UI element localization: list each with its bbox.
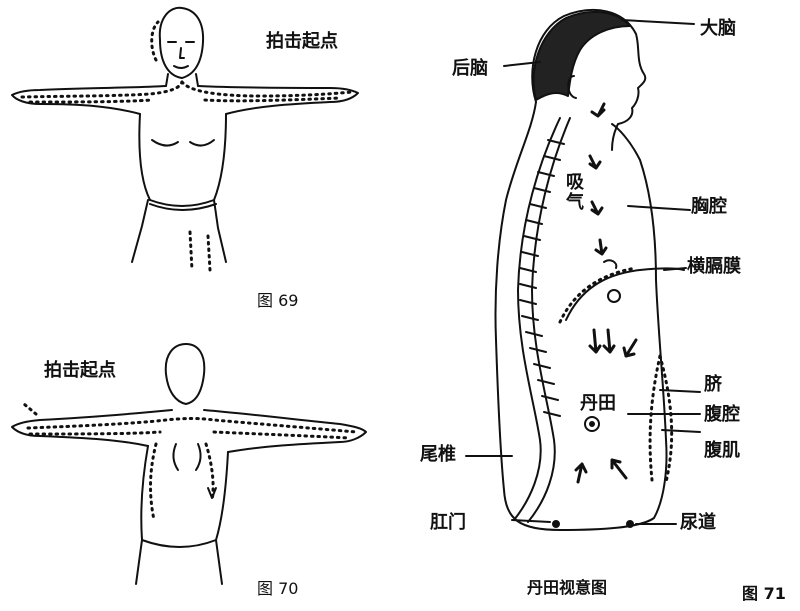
fig71-leader-lines	[465, 19, 701, 525]
fig69-caption: 图 69	[257, 291, 299, 310]
label-diaphragm: 横膈膜	[687, 256, 741, 277]
fig69-start-label: 拍击起点	[266, 31, 338, 52]
label-dantian: 丹田	[580, 393, 616, 414]
fig71-anus-dot	[552, 520, 560, 528]
label-hindbrain: 后脑	[452, 58, 488, 79]
fig71-numbered-marks	[603, 259, 621, 303]
fig69-torso	[138, 113, 227, 201]
fig69-right-arm	[197, 85, 359, 115]
fig71-diaphragm	[565, 267, 685, 321]
fig71-urethra-dot	[626, 520, 634, 528]
fig71-ear	[567, 75, 577, 99]
fig71-spine	[513, 117, 571, 523]
fig70-caption: 图 70	[257, 579, 299, 598]
fig71-head-profile	[531, 9, 647, 151]
label-chest-cavity: 胸腔	[691, 196, 727, 217]
fig71-back-outline	[494, 101, 668, 531]
fig71-dantian-marker	[584, 416, 600, 432]
label-navel: 脐	[704, 374, 722, 395]
fig70-left-arm	[11, 409, 173, 447]
fig69-face	[167, 41, 195, 69]
label-coccyx: 尾椎	[420, 444, 456, 465]
fig70-pants	[135, 539, 223, 585]
label-anus: 肛门	[430, 512, 466, 533]
fig71-subtitle: 丹田视意图	[527, 578, 608, 597]
label-urethra: 尿道	[680, 512, 716, 533]
fig70-tapping-path	[22, 402, 358, 522]
fig69-left-arm	[11, 85, 167, 115]
fig69-head	[158, 6, 205, 79]
fig70-right-arm	[203, 409, 367, 453]
label-brain: 大脑	[700, 18, 736, 39]
label-abdominal-cavity: 腹腔	[704, 404, 740, 425]
fig69-neck	[165, 73, 199, 87]
fig71-hair	[532, 10, 631, 101]
label-abdominal-muscle: 腹肌	[704, 440, 740, 461]
fig69-pants	[131, 199, 227, 263]
label-inhale: 吸	[566, 172, 584, 193]
fig71-airflow-arrows	[574, 102, 638, 484]
fig70-head	[164, 343, 206, 405]
fig69-tapping-path	[20, 20, 354, 272]
fig69-chest	[151, 139, 215, 147]
fig71-dotted-paths	[558, 266, 674, 484]
fig70-shoulder-blades	[172, 443, 202, 471]
fig71-dantian-center	[589, 421, 595, 427]
fig70-start-label: 拍击起点	[44, 360, 116, 381]
fig71-caption: 图 71	[742, 584, 786, 603]
label-qi: 气	[566, 192, 584, 213]
fig70-arrow	[207, 487, 217, 499]
fig70-torso	[140, 445, 229, 541]
